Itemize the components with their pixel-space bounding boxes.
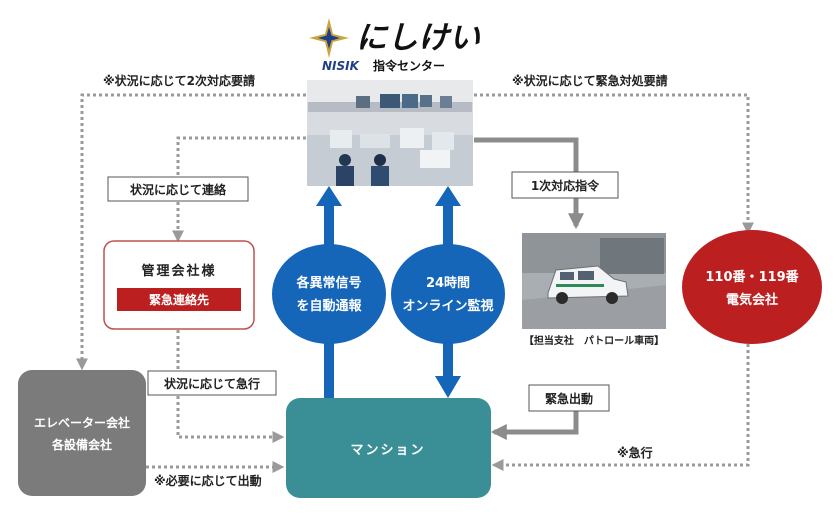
svg-text:各異常信号: 各異常信号 <box>295 275 361 291</box>
label-contact: 状況に応じて連絡 <box>107 176 249 202</box>
emergency-services-circle: 110番・119番 電気会社 <box>682 230 822 344</box>
svg-text:1次対応指令: 1次対応指令 <box>531 178 600 193</box>
command-center-photo <box>307 80 473 186</box>
svg-text:110番・119番: 110番・119番 <box>705 269 799 285</box>
star-icon <box>309 18 349 58</box>
car-icon <box>547 265 629 304</box>
arrow-bidirectional-head-down <box>435 376 461 398</box>
label-first-response: 1次対応指令 <box>511 171 619 199</box>
mansion-box: マンション <box>286 398 491 498</box>
dotted-arrow-emergency-to-mansion <box>491 338 750 471</box>
note-top-left: ※状況に応じて2次対応要請 <box>103 73 255 88</box>
center-name: 指令センター <box>373 58 445 73</box>
auto-report-circle: 各異常信号 を自動通報 <box>272 244 386 344</box>
svg-text:電気会社: 電気会社 <box>726 292 778 308</box>
svg-text:状況に応じて連絡: 状況に応じて連絡 <box>130 182 227 197</box>
dotted-connectors <box>76 93 754 473</box>
label-rush: 状況に応じて急行 <box>147 370 277 396</box>
dotted-arrow-management-to-mansion <box>176 330 285 443</box>
arrow-bidirectional-head-up <box>435 186 461 206</box>
svg-text:マンション: マンション <box>350 443 425 458</box>
management-company-box: 管理会社様 緊急連絡先 <box>103 240 255 330</box>
svg-text:緊急出動: 緊急出動 <box>545 391 593 406</box>
dotted-arrow-to-management <box>172 136 306 243</box>
arrow-mansion-to-center-head <box>316 186 342 206</box>
patrol-caption: 【担当支社 パトロール車両】 <box>524 334 664 347</box>
dotted-arrow-to-emergency <box>474 93 754 235</box>
brand-name: にしけい <box>356 20 481 56</box>
label-emergency-dispatch: 緊急出動 <box>528 384 610 412</box>
svg-text:各設備会社: 各設備会社 <box>51 437 112 452</box>
svg-text:状況に応じて急行: 状況に応じて急行 <box>164 376 260 391</box>
svg-text:緊急連絡先: 緊急連絡先 <box>149 292 209 307</box>
elevator-company-box: エレベーター会社 各設備会社 <box>18 370 146 496</box>
online-monitor-circle: 24時間 オンライン監視 <box>391 244 505 344</box>
brand-logo: にしけい NISIK 指令センター <box>309 18 481 73</box>
emergency-contact-badge <box>117 288 241 311</box>
management-title: 管理会社様 <box>141 263 216 279</box>
note-top-right: ※状況に応じて緊急対処要請 <box>512 73 668 88</box>
svg-text:24時間: 24時間 <box>426 275 470 291</box>
sub-brand: NISIK <box>322 59 361 73</box>
note-urgent: ※急行 <box>617 445 653 460</box>
svg-text:を自動通報: を自動通報 <box>296 298 362 314</box>
dotted-arrow-to-elevator <box>76 93 306 371</box>
note-dispatch-when-needed: ※必要に応じて出動 <box>154 473 262 488</box>
patrol-vehicle-photo <box>522 233 666 329</box>
svg-text:オンライン監視: オンライン監視 <box>402 298 493 314</box>
svg-text:エレベーター会社: エレベーター会社 <box>34 415 130 430</box>
